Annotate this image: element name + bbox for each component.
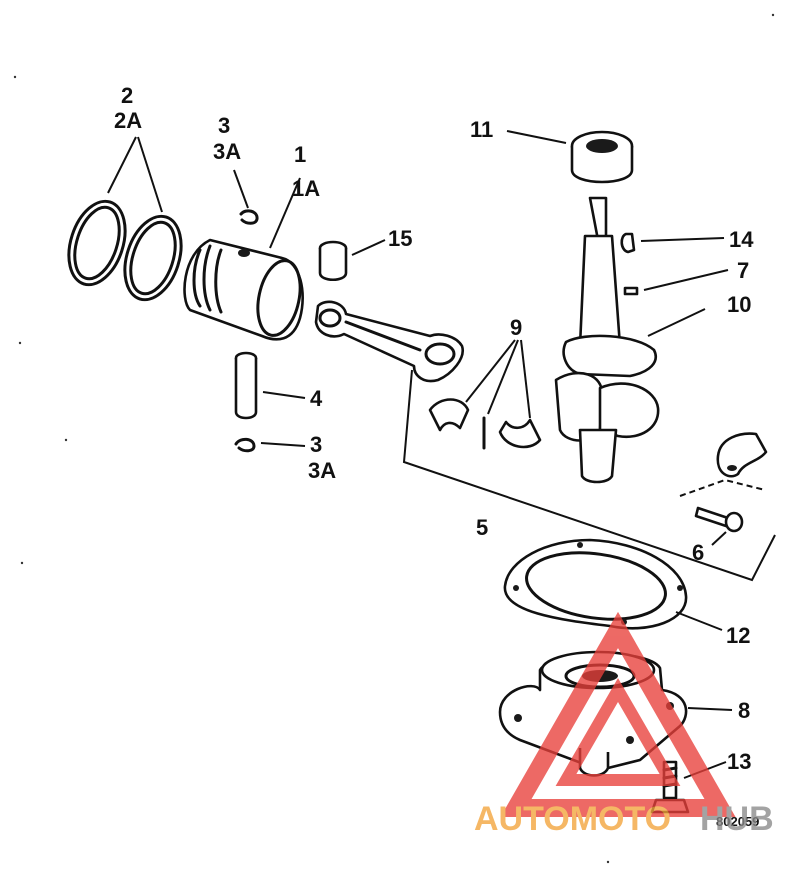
bushing: [506, 130, 634, 184]
automotohub-watermark: AUTOMOTO HUB: [474, 611, 774, 838]
callout-5: 5: [476, 515, 488, 540]
needle-bearing: [318, 239, 386, 282]
callout-12: 12: [726, 623, 750, 648]
rod-cap-screw: [694, 506, 744, 546]
callout-1a: 1A: [292, 176, 320, 201]
callout-3a-bottom: 3A: [308, 458, 336, 483]
callout-13: 13: [727, 749, 751, 774]
piston-pin: [234, 351, 306, 420]
piston-pin-retainer-bottom: [234, 437, 306, 453]
callout-10: 10: [727, 292, 751, 317]
callout-2a: 2A: [114, 108, 142, 133]
bearing-halves: [428, 339, 542, 450]
dowel-pin: [623, 269, 729, 296]
callout-15: 15: [388, 226, 412, 251]
crankshaft: [554, 196, 706, 484]
rod-cap: [716, 432, 768, 478]
callout-2: 2: [121, 83, 133, 108]
callout-8: 8: [738, 698, 750, 723]
watermark-text-hub: HUB: [700, 800, 774, 838]
callout-2-leaders: [107, 136, 163, 213]
watermark-text-automoto: AUTOMOTO: [474, 800, 671, 838]
callout-3a-top: 3A: [213, 139, 241, 164]
callout-7: 7: [737, 258, 749, 283]
figure-code: 802059: [716, 814, 759, 829]
piston-rings: [67, 199, 183, 302]
callout-4: 4: [310, 386, 323, 411]
callout-6: 6: [692, 540, 704, 565]
piston-pin-retainer-top: [233, 169, 259, 225]
callout-9: 9: [510, 315, 522, 340]
callout-1: 1: [294, 142, 306, 167]
connecting-rod: [314, 300, 776, 582]
woodruff-key: [620, 232, 725, 254]
piston: [183, 177, 304, 341]
callout-14: 14: [729, 227, 754, 252]
callout-11: 11: [470, 117, 493, 142]
callout-3-bottom: 3: [310, 432, 322, 457]
gasket: [503, 538, 723, 631]
callout-3-top: 3: [218, 113, 230, 138]
scan-specks: [13, 13, 775, 864]
